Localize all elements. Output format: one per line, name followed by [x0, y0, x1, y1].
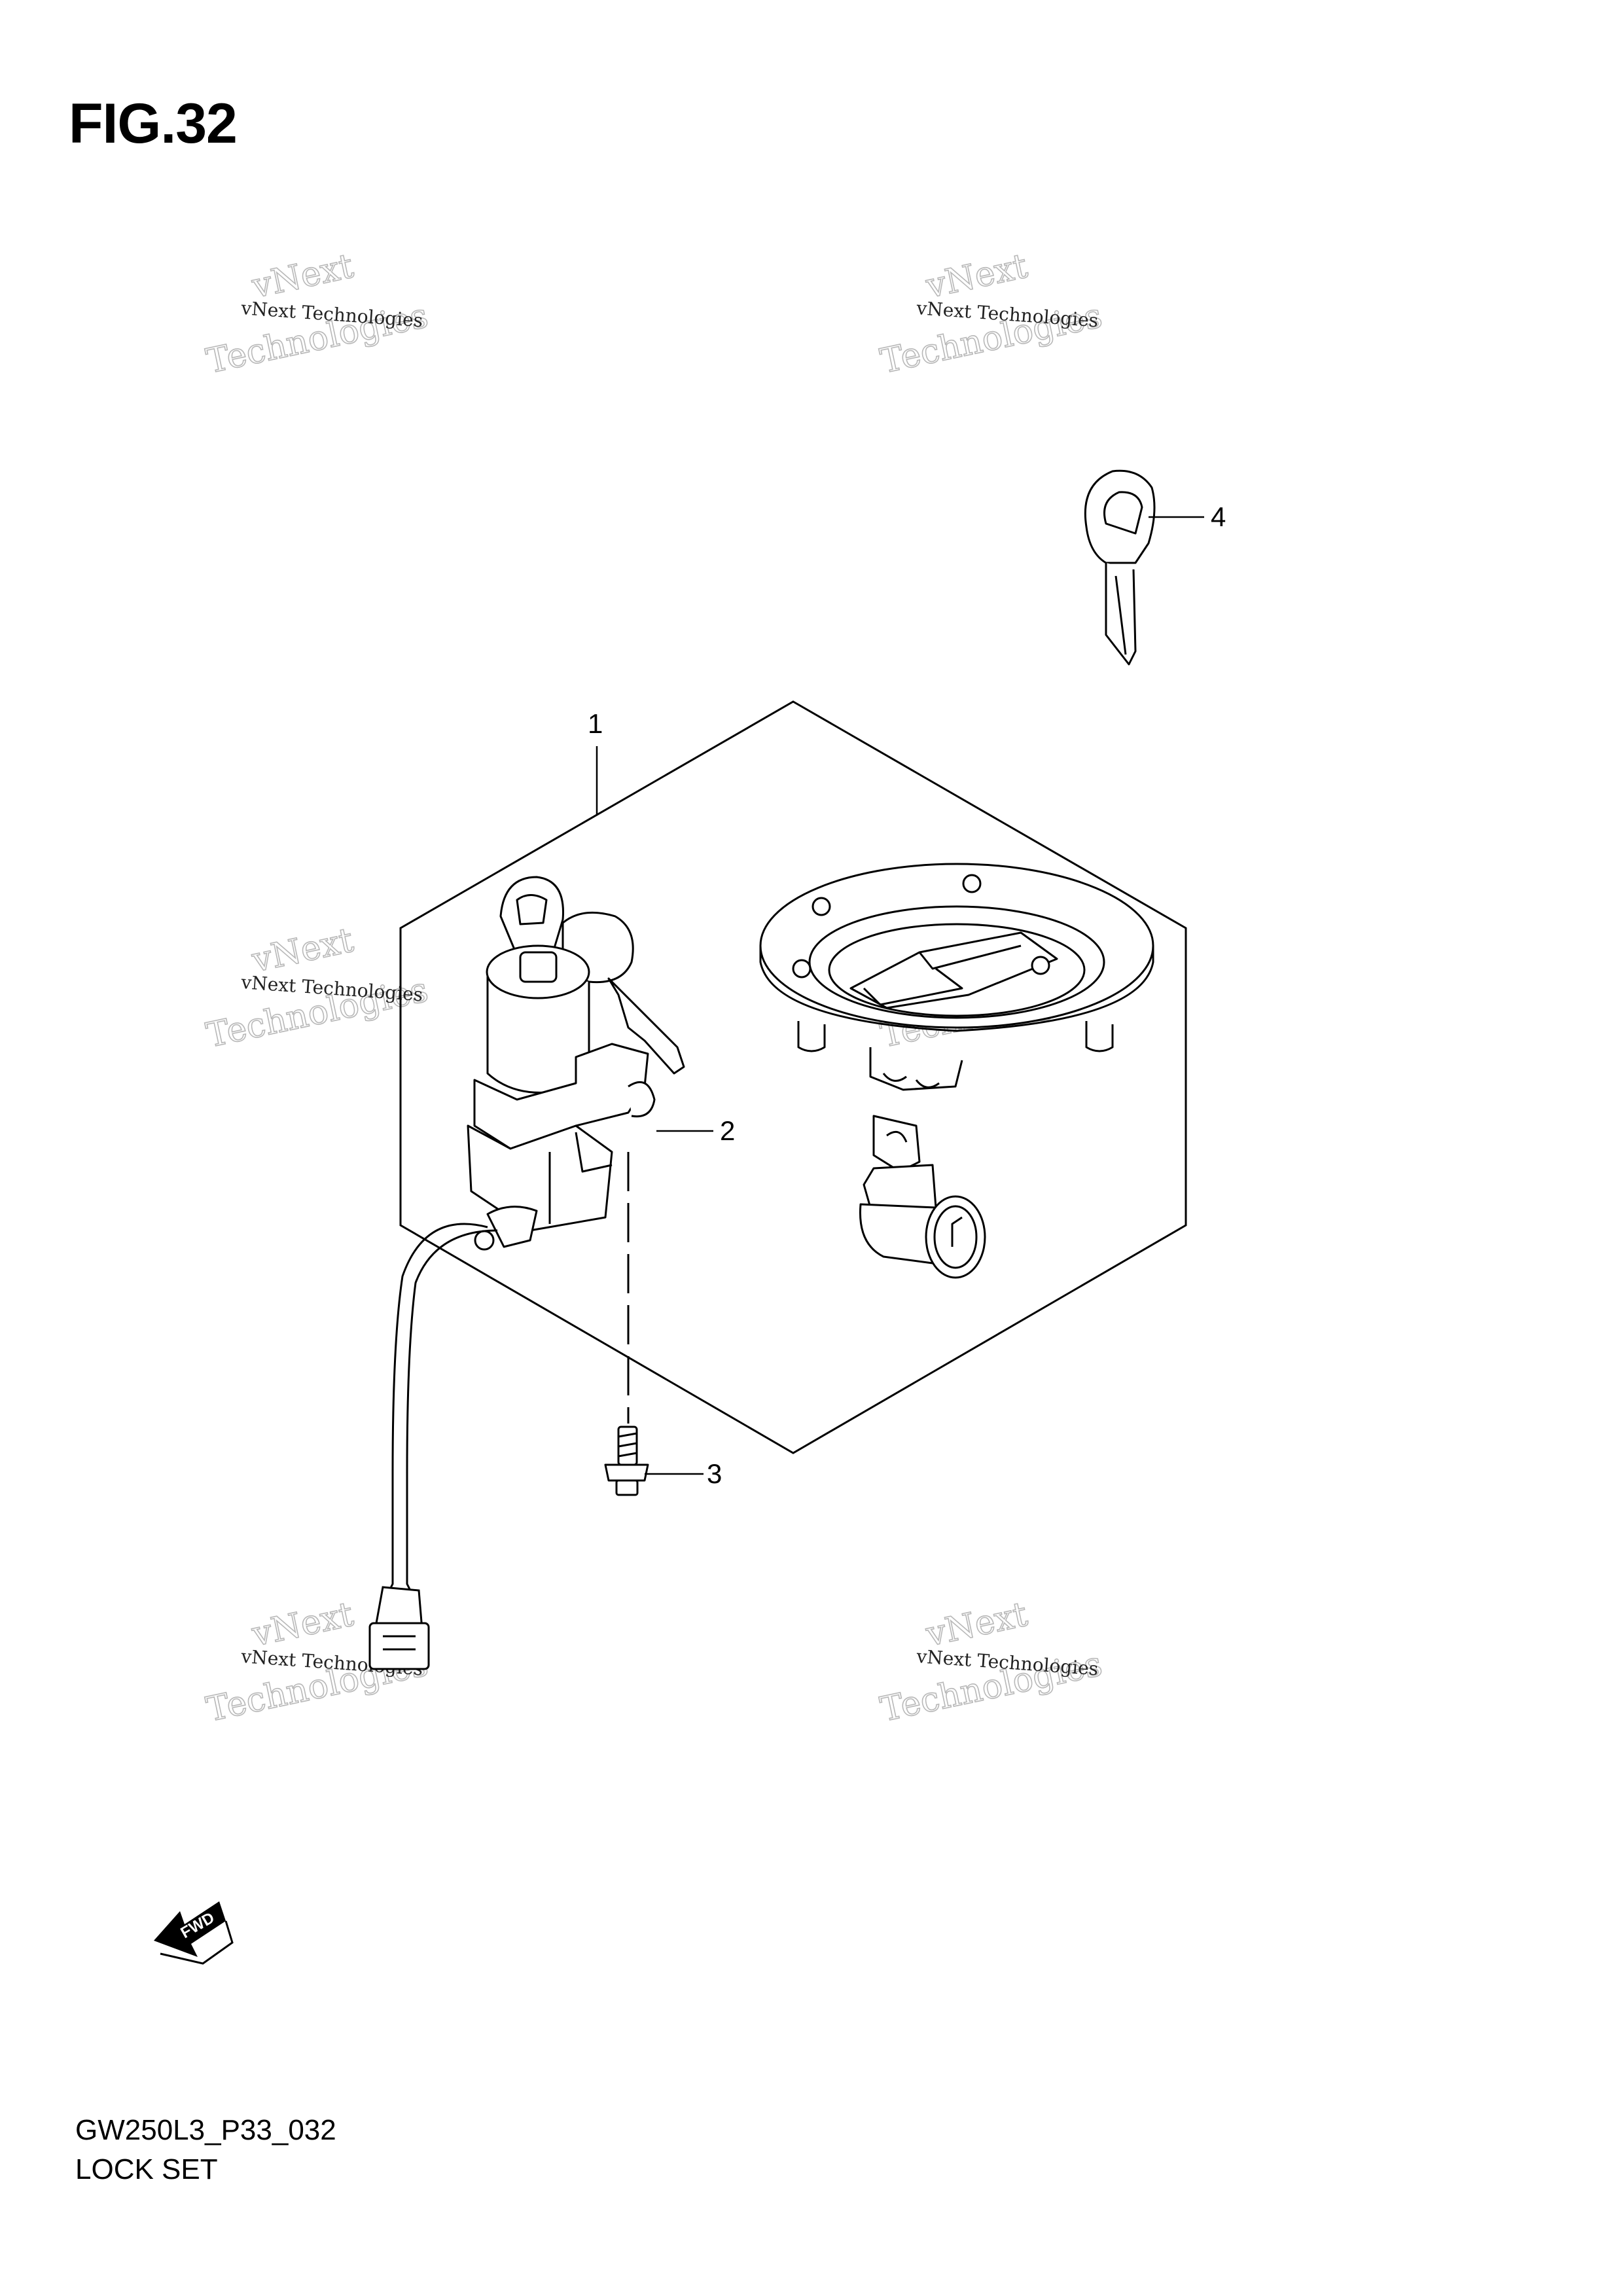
- ignition-switch: [467, 876, 685, 1251]
- svg-text:vNext: vNext: [922, 247, 1031, 306]
- diagram-code: GW250L3_P33_032: [75, 2114, 336, 2146]
- svg-text:vNext: vNext: [248, 247, 357, 306]
- callout-4-label: 4: [1211, 501, 1226, 532]
- screw: [604, 1426, 649, 1496]
- lock-set-outline: [399, 700, 1187, 1454]
- callout-1-label: 1: [588, 708, 603, 739]
- figure-title: FIG.32: [69, 92, 238, 155]
- diagram-caption: LOCK SET: [75, 2153, 218, 2185]
- wire-harness: [385, 1223, 488, 1598]
- svg-text:vNext: vNext: [248, 921, 357, 980]
- callout-3-label: 3: [707, 1458, 722, 1489]
- fwd-arrow-icon: FWD: [154, 1901, 234, 1965]
- callout-2-label: 2: [720, 1115, 735, 1146]
- fuel-cap-lock: [759, 863, 1154, 1091]
- wire-connector: [368, 1586, 430, 1670]
- watermark-top-left: vNext Technologies vNext Technologies: [202, 246, 432, 382]
- watermark-mid-left: vNext Technologies vNext Technologies: [202, 920, 432, 1056]
- seat-lock-cylinder: [859, 1115, 986, 1279]
- watermark-top-center: vNext Technologies vNext Technologies: [876, 246, 1106, 382]
- key: [1084, 469, 1156, 666]
- watermark-bottom-center: vNext Technologies vNext Technologies: [876, 1594, 1106, 1731]
- svg-text:vNext: vNext: [248, 1595, 357, 1655]
- svg-text:vNext: vNext: [922, 1595, 1031, 1655]
